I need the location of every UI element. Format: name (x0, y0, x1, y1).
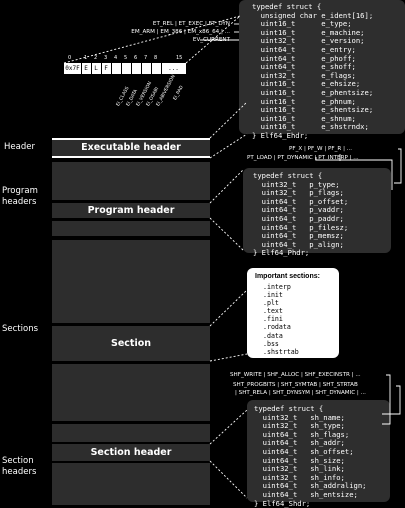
connector-line (315, 157, 393, 190)
section-item: .init (263, 291, 283, 300)
sections-list-title: Important sections: (255, 273, 320, 280)
section-label: Section (110, 338, 151, 349)
connector-line (382, 374, 391, 425)
p-flags-values: PF_X | PF_W | PF_R | ... (289, 146, 353, 152)
program-header-block (52, 203, 210, 218)
ident-tick: 1 (84, 55, 88, 61)
label-sections: Sections (2, 324, 39, 334)
e-ident-bytes: 0x7F E L F ... (64, 63, 186, 74)
label-section-headers: Section headers (2, 456, 37, 477)
connector-line (209, 409, 248, 445)
connector-line (185, 15, 241, 64)
section-item: .text (263, 307, 283, 316)
label-header: Header (4, 142, 35, 152)
section-slot (52, 364, 210, 421)
section-item: .bss (263, 339, 279, 348)
phdr-struct-panel: typedef struct { uint32_t p_type; uint32… (243, 168, 391, 257)
section-slot (52, 240, 210, 323)
section-item: .rodata (263, 323, 291, 332)
shdr-struct-panel: typedef struct { uint32_t sh_name; uint3… (247, 400, 390, 507)
ident-tick: 2 (94, 55, 98, 61)
p-type-values: PT_LOAD | PT_DYNAMIC | PT_INTERP | ... (247, 155, 359, 161)
connector-line (209, 217, 244, 251)
connector-line (394, 148, 402, 184)
e-type-flags: ET_REL | ET_EXEC | ET_DYN (152, 21, 230, 27)
ident-byte: ... (168, 65, 179, 72)
section-header-label: Section header (90, 447, 172, 458)
connector-line (382, 385, 401, 415)
sections-list: .interp .init .plt .text .fini .rodata .… (263, 283, 299, 356)
ident-byte: E (81, 63, 92, 74)
sh-type-values-1: SHT_PROGBITS | SHT_SYMTAB | SHT_STRTAB (233, 382, 358, 388)
program-header-slot (52, 221, 210, 236)
label-program-headers: Program headers (2, 186, 38, 207)
ident-byte (111, 63, 122, 74)
ident-byte (131, 63, 142, 74)
ident-tick: 0 (68, 55, 72, 61)
section-item: .data (263, 331, 283, 340)
section-block (52, 326, 210, 361)
ident-tick: 3 (104, 55, 108, 61)
connector-line (209, 289, 248, 327)
ident-tick: 8 (154, 55, 158, 61)
ident-byte (141, 63, 152, 74)
connector-line (209, 133, 248, 159)
executable-header-label: Executable header (81, 142, 181, 153)
sh-flags-values: SHF_WRITE | SHF_ALLOC | SHF_EXECINSTR | … (230, 372, 361, 378)
sh-type-values-2: | SHT_RELA | SHT_DYNSYM | SHT_DYNAMIC | … (235, 390, 366, 396)
section-header-block (52, 444, 210, 461)
ident-byte: L (91, 63, 102, 74)
section-item: .interp (263, 283, 291, 291)
section-header-slot (52, 463, 210, 505)
ehdr-struct-code: typedef struct { unsigned char e_ident[1… (252, 2, 374, 140)
ident-tick: 4 (114, 55, 118, 61)
ident-byte: F (101, 63, 112, 74)
connector-line (209, 353, 248, 362)
ident-byte: 0x7F (64, 63, 82, 74)
program-header-label: Program header (87, 205, 175, 216)
section-item: .plt (263, 299, 279, 308)
ident-tick: 7 (144, 55, 148, 61)
section-header-slot (52, 424, 210, 442)
section-item: .fini (263, 315, 283, 324)
phdr-struct-code: typedef struct { uint32_t p_type; uint32… (253, 171, 349, 258)
program-header-slot (52, 162, 210, 200)
ident-byte (121, 63, 132, 74)
ident-tick: 5 (124, 55, 128, 61)
connector-line (209, 460, 248, 499)
connector-line (209, 101, 248, 139)
connector-line (209, 169, 244, 204)
ident-tick: 6 (134, 55, 138, 61)
ehdr-struct-panel: typedef struct { unsigned char e_ident[1… (239, 0, 405, 140)
ident-byte (151, 63, 162, 74)
executable-header-inner (52, 140, 210, 156)
shdr-struct-code: typedef struct { uint32_t sh_name; uint3… (254, 404, 367, 508)
section-item: .shstrtab (263, 347, 299, 356)
sections-list-box: Important sections: .interp .init .plt .… (247, 268, 339, 358)
ident-tick: 15 (176, 55, 183, 61)
